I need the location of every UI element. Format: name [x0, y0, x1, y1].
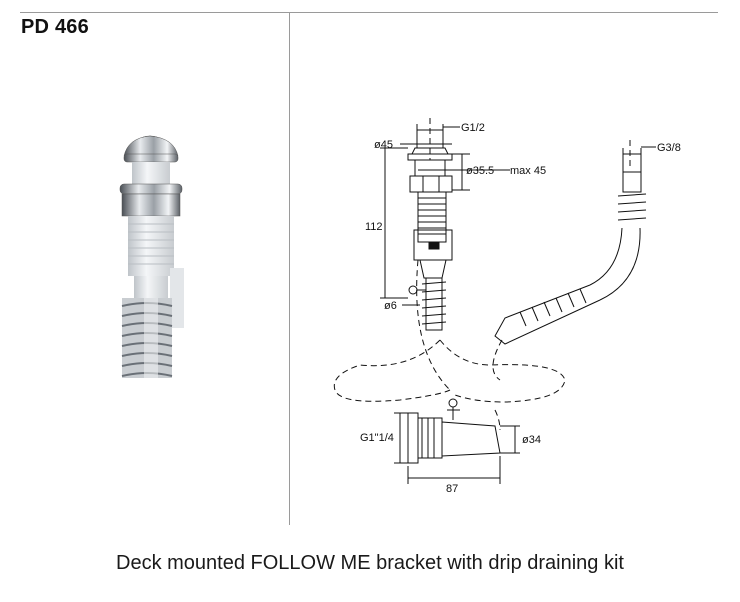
dim-thread-g38: G3/8	[657, 142, 681, 154]
top-rule	[20, 12, 718, 13]
vertical-divider	[289, 12, 290, 525]
dim-diameter-355: ø35.5	[466, 165, 494, 177]
product-caption: Deck mounted FOLLOW ME bracket with drip…	[116, 552, 624, 574]
dim-thread-g12: G1/2	[461, 122, 485, 134]
dim-max-45: max 45	[510, 165, 546, 177]
dim-diameter-6: ø6	[384, 300, 397, 312]
dim-diameter-34: ø34	[522, 434, 541, 446]
dim-length-87: 87	[446, 483, 458, 495]
product-photo	[119, 135, 184, 378]
dim-height-112: 112	[365, 221, 383, 233]
dim-thread-g114: G1"1/4	[360, 432, 394, 444]
technical-drawing: ø45 G1/2 ø35.5 max 45 112 ø6 G3/8 G1"1/4…	[333, 118, 681, 495]
product-code: PD 466	[21, 16, 89, 38]
dim-diameter-45: ø45	[374, 139, 393, 151]
